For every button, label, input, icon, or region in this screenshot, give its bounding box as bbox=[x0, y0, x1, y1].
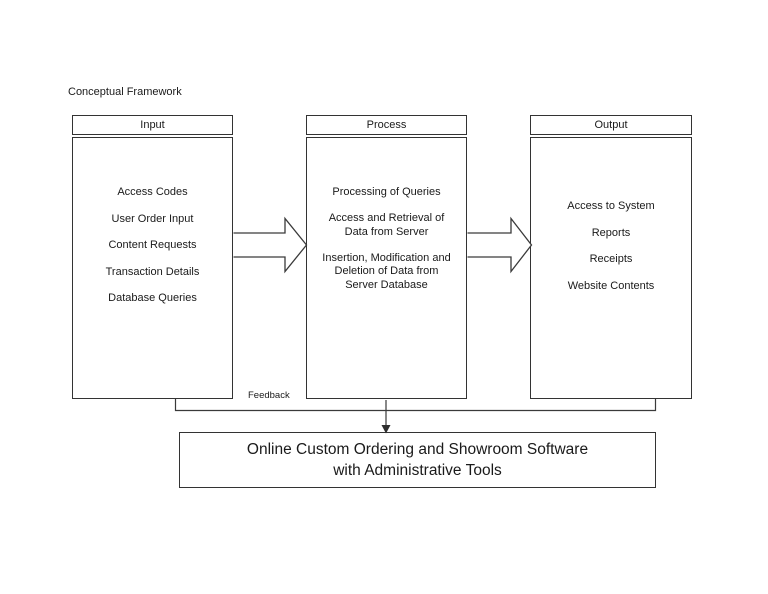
system-title-text: Online Custom Ordering and Showroom Soft… bbox=[246, 441, 589, 479]
input-column: Input Access Codes User Order Input Cont… bbox=[72, 115, 233, 399]
list-item: Access and Retrieval of Data from Server bbox=[328, 212, 445, 238]
list-item: User Order Input bbox=[111, 212, 194, 225]
input-column-body: Access Codes User Order Input Content Re… bbox=[72, 137, 233, 399]
diagram-title: Conceptual Framework bbox=[68, 86, 182, 98]
input-to-process-arrow-icon bbox=[233, 216, 308, 274]
list-item: Website Contents bbox=[567, 279, 655, 292]
list-item: Content Requests bbox=[108, 239, 197, 251]
list-item: Processing of Queries bbox=[332, 186, 441, 198]
output-column: Output Access to System Reports Receipts… bbox=[530, 115, 692, 399]
system-title-box: Online Custom Ordering and Showroom Soft… bbox=[179, 432, 656, 488]
list-item: Transaction Details bbox=[105, 265, 200, 278]
input-column-header: Input bbox=[72, 115, 233, 135]
list-item: Receipts bbox=[589, 253, 633, 265]
process-column-header: Process bbox=[306, 115, 467, 135]
list-item: Access to System bbox=[567, 200, 655, 212]
process-to-output-arrow-icon bbox=[467, 216, 533, 274]
list-item: Reports bbox=[591, 226, 631, 239]
output-column-header: Output bbox=[530, 115, 692, 135]
list-item: Database Queries bbox=[108, 292, 197, 304]
process-column: Process Processing of Queries Access and… bbox=[306, 115, 467, 399]
list-item: Insertion, Modification and Deletion of … bbox=[322, 251, 451, 291]
list-item: Access Codes bbox=[117, 186, 188, 198]
output-column-body: Access to System Reports Receipts Websit… bbox=[530, 137, 692, 399]
process-column-body: Processing of Queries Access and Retriev… bbox=[306, 137, 467, 399]
feedback-label: Feedback bbox=[248, 390, 290, 401]
